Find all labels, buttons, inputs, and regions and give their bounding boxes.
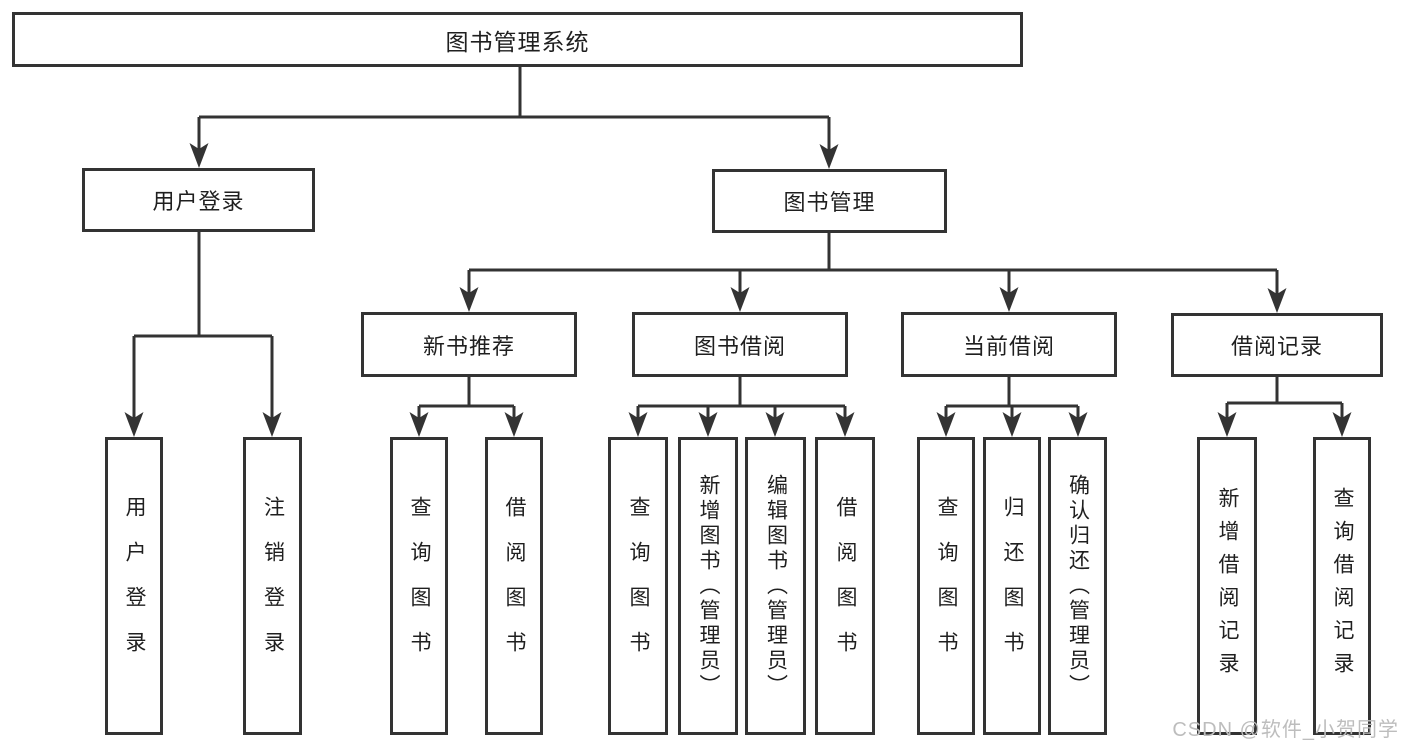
node-borrow-books: 借阅图书	[815, 437, 875, 735]
node-add-books-admin: 新增图书（管理员）	[678, 437, 738, 735]
node-label: 新增借阅记录	[1216, 487, 1239, 685]
node-book-borrowing: 图书借阅	[632, 312, 848, 377]
node-new-book-recommend: 新书推荐	[361, 312, 577, 377]
node-search-books-recommend: 查询图书	[390, 437, 448, 735]
node-label: 用户登录	[152, 189, 245, 214]
node-label: 查询图书	[935, 496, 958, 676]
node-edit-books-admin: 编辑图书（管理员）	[745, 437, 806, 735]
node-label: 查询图书	[408, 496, 431, 676]
node-label: 编辑图书（管理员）	[764, 473, 788, 699]
node-confirm-return-admin: 确认归还（管理员）	[1048, 437, 1107, 735]
node-label: 注销登录	[261, 496, 285, 676]
node-label: 新增图书（管理员）	[697, 473, 720, 699]
node-logout-action: 注销登录	[243, 437, 302, 735]
node-user-login-module: 用户登录	[82, 168, 315, 232]
node-label: 查询图书	[627, 496, 650, 676]
node-borrow-records: 借阅记录	[1171, 313, 1383, 377]
node-search-borrow-record: 查询借阅记录	[1313, 437, 1371, 735]
node-label: 借阅图书	[834, 496, 857, 676]
csdn-watermark: CSDN @软件_小贺同学	[1172, 719, 1399, 741]
node-search-books-borrowing: 查询图书	[608, 437, 668, 735]
node-return-books: 归还图书	[983, 437, 1041, 735]
node-search-books-current: 查询图书	[917, 437, 975, 735]
node-label: 图书管理	[783, 190, 876, 215]
node-borrow-books-recommend: 借阅图书	[485, 437, 543, 735]
node-label: 新书推荐	[422, 333, 515, 359]
node-label: 借阅图书	[503, 496, 526, 676]
node-book-management: 图书管理	[712, 169, 947, 233]
node-root: 图书管理系统	[12, 12, 1023, 67]
node-label: 当前借阅	[962, 333, 1055, 359]
node-label: 查询借阅记录	[1331, 487, 1354, 685]
node-label: 用户登录	[123, 496, 146, 676]
node-user-login-action: 用户登录	[105, 437, 163, 735]
node-label: 图书借阅	[693, 333, 786, 359]
node-label: 确认归还（管理员）	[1066, 473, 1090, 699]
node-label: 借阅记录	[1230, 334, 1323, 359]
node-current-borrowing: 当前借阅	[901, 312, 1117, 377]
node-label: 图书管理系统	[445, 28, 590, 55]
node-add-borrow-record: 新增借阅记录	[1197, 437, 1257, 735]
node-label: 归还图书	[1001, 496, 1024, 676]
